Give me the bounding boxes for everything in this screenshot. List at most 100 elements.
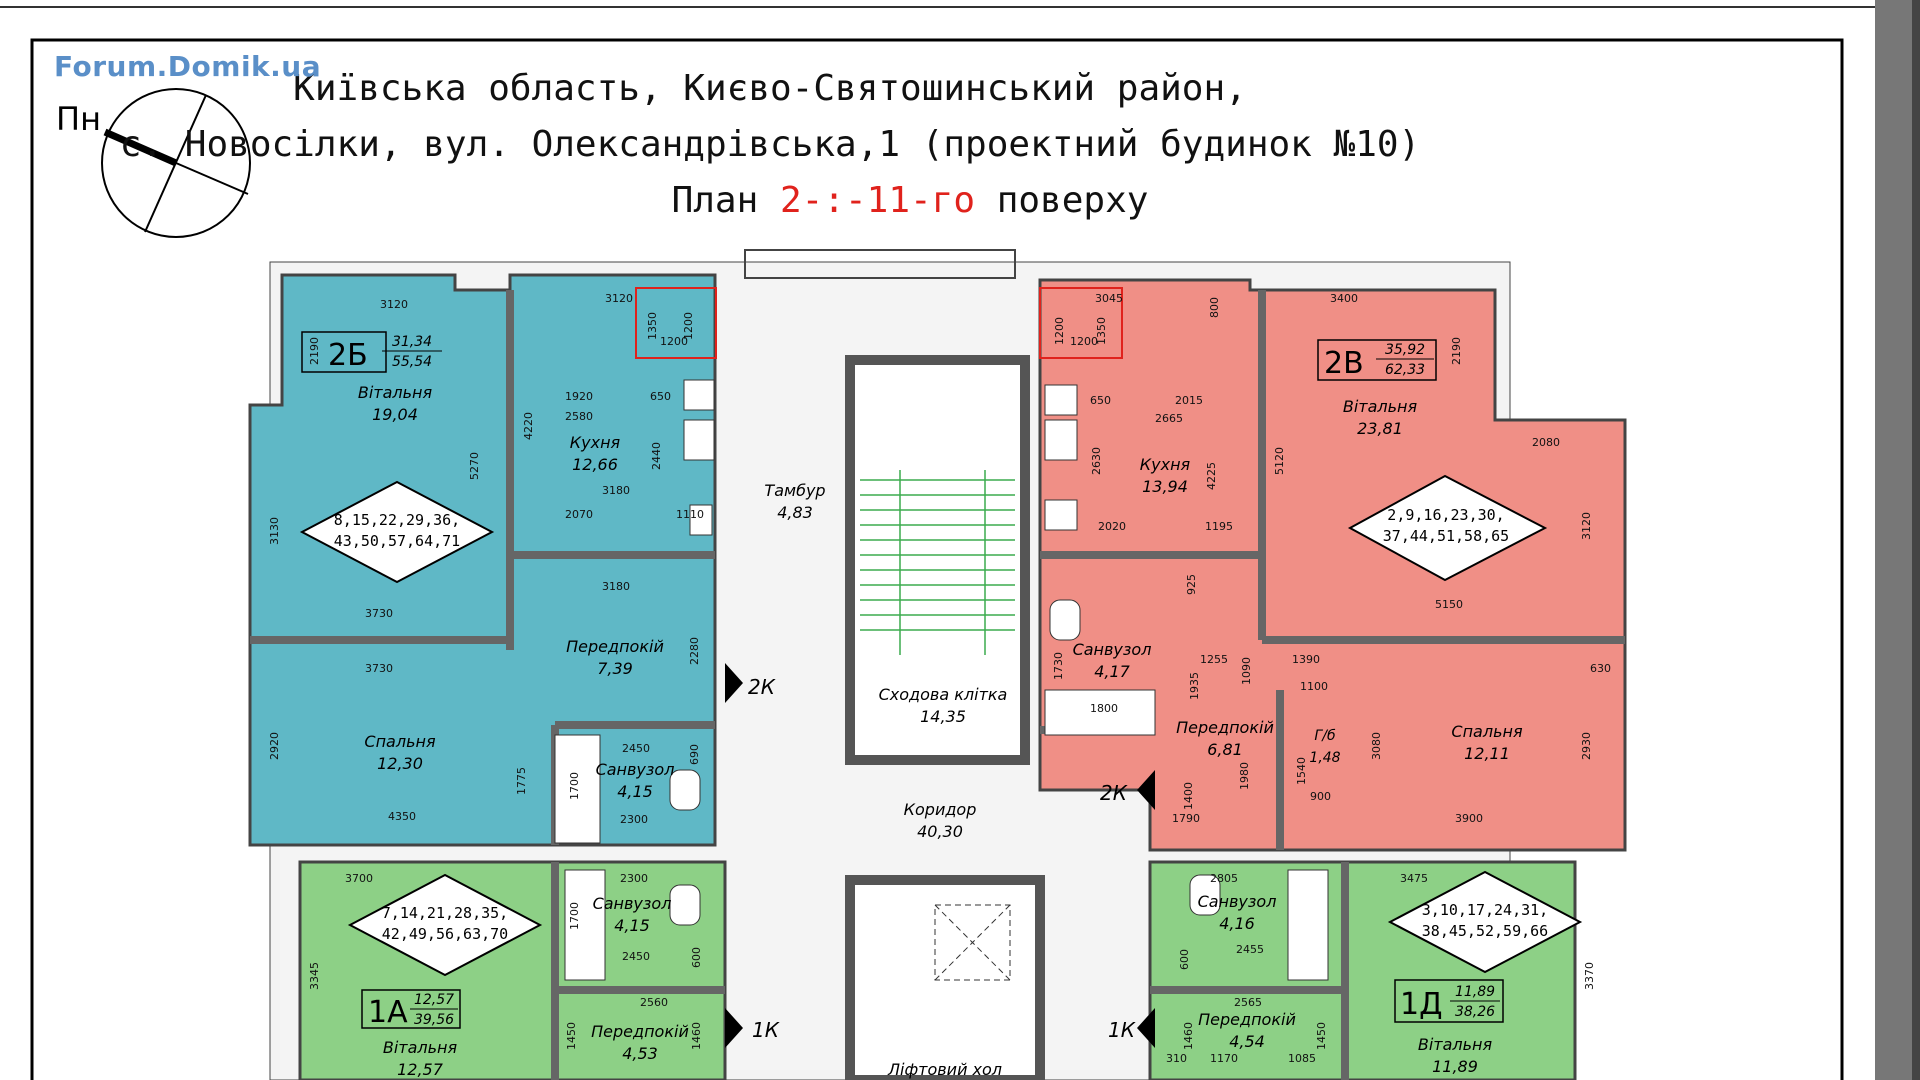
- room-name: Ліфтовий хол: [887, 1060, 1002, 1079]
- apartment-1a-numbers-diamond: [347, 873, 543, 977]
- bathtub: [554, 734, 601, 844]
- common-core: Тамбур 4,83 Сходова клітка 14,35 Коридор…: [744, 249, 1045, 1080]
- toilet: [669, 884, 701, 926]
- stair-well: [845, 355, 1030, 765]
- dim: 3120: [1580, 512, 1593, 540]
- dim: 1730: [1052, 652, 1065, 680]
- room-area: 23,81: [1357, 419, 1403, 438]
- apartment-1a-total-area: 39,56: [414, 1012, 454, 1028]
- room-area: 14,35: [920, 707, 966, 726]
- door-arrow: [725, 1008, 743, 1048]
- dim: 2455: [1236, 943, 1264, 956]
- dim: 1200: [682, 312, 695, 340]
- dim: 2440: [650, 442, 663, 470]
- dim: 1450: [565, 1022, 578, 1050]
- apartment-1d-living-area: 11,89: [1455, 984, 1495, 1000]
- title-line-2: с. Новосілки, вул. Олександрівська,1 (пр…: [120, 124, 1420, 165]
- sink: [689, 504, 713, 536]
- sink: [1044, 499, 1078, 531]
- dim: 650: [650, 390, 671, 403]
- dim: 2280: [688, 637, 701, 665]
- stair-steps: [860, 470, 1015, 655]
- lift-cross: [934, 904, 1011, 981]
- dim: 3180: [602, 484, 630, 497]
- dim: 1195: [1205, 520, 1233, 533]
- watermark-logo: Forum.Domik.ua: [54, 50, 322, 83]
- apartment-2v-area: [1038, 278, 1627, 852]
- room-name: Передпокій: [591, 1022, 689, 1041]
- apartment-1a-numbers-2: 42,49,56,63,70: [382, 925, 508, 943]
- room-area: 6,81: [1207, 740, 1243, 759]
- dim: 600: [690, 947, 703, 968]
- dim: 5120: [1273, 447, 1286, 475]
- apartment-1d-total-area: 38,26: [1455, 1004, 1495, 1020]
- dim: 1800: [1090, 702, 1118, 715]
- room-name: Вітальня: [1418, 1035, 1493, 1054]
- dim: 1350: [1095, 317, 1108, 345]
- dim: 2300: [620, 813, 648, 826]
- room-name: Кухня: [1140, 455, 1191, 474]
- dim: 2190: [1450, 337, 1463, 365]
- dim: 1350: [646, 312, 659, 340]
- dim: 1200: [1053, 317, 1066, 345]
- apartment-1a: 1А 12,57 39,56 7,14,21,28,35, 42,49,56,6…: [298, 860, 727, 1080]
- toilet: [1189, 874, 1221, 916]
- dim: 2070: [565, 508, 593, 521]
- apartment-1a-living-area: 12,57: [414, 992, 454, 1008]
- toilet: [669, 769, 701, 811]
- dim: 2920: [268, 732, 281, 760]
- compass-label: Пн: [56, 100, 101, 138]
- room-name: Санвузол: [596, 760, 675, 779]
- room-area: 1,48: [1309, 750, 1340, 766]
- apartment-1d-code: 1Д: [1400, 987, 1443, 1022]
- dim: 1775: [515, 767, 528, 795]
- room-area: 12,66: [572, 455, 618, 474]
- dimension-labels: 3120 3120 2190 1350 1200 1200 1920 650 2…: [268, 292, 1611, 1065]
- apartment-1d: 1Д 11,89 38,26 3,10,17,24,31, 38,45,52,5…: [1148, 860, 1583, 1080]
- room-name: Кухня: [570, 433, 621, 452]
- dim: 2805: [1210, 872, 1238, 885]
- dim: 650: [1090, 394, 1111, 407]
- dim: 3345: [308, 962, 321, 990]
- dim: 1200: [660, 335, 688, 348]
- room-name: Сходова клітка: [879, 685, 1008, 704]
- dim: 1400: [1182, 782, 1195, 810]
- dim: 3045: [1095, 292, 1123, 305]
- title-line-1: Київська область, Києво-Святошинський ра…: [293, 68, 1247, 109]
- room-name: Спальня: [1451, 722, 1523, 741]
- room-area: 4,15: [614, 916, 650, 935]
- dim: 1255: [1200, 653, 1228, 666]
- bathtub: [564, 869, 606, 981]
- compass-cross-line: [144, 94, 207, 233]
- room-area: 4,53: [622, 1044, 658, 1063]
- apartment-1d-numbers-diamond: [1387, 870, 1583, 974]
- door-arrow: [1137, 770, 1155, 810]
- room-name: Санвузол: [593, 894, 672, 913]
- room-area: 4,17: [1094, 662, 1130, 681]
- dim: 2665: [1155, 412, 1183, 425]
- ventilation-shaft-left: [635, 287, 717, 359]
- viewer-scrollbar[interactable]: [1912, 0, 1920, 1080]
- door-label: 2К: [748, 675, 776, 699]
- dim: 3475: [1400, 872, 1428, 885]
- dim: 310: [1166, 1052, 1187, 1065]
- room-area: 12,11: [1464, 744, 1510, 763]
- dim: 3180: [602, 580, 630, 593]
- door-label: 1К: [1108, 1018, 1136, 1042]
- dim: 2930: [1580, 732, 1593, 760]
- apartment-1a-numbers-1: 7,14,21,28,35,: [382, 904, 508, 922]
- apartment-2b-numbers-1: 8,15,22,29,36,: [334, 511, 460, 529]
- apartment-2v-living-area: 35,92: [1385, 342, 1425, 358]
- dim: 1170: [1210, 1052, 1238, 1065]
- title-line-3-suffix: поверху: [975, 180, 1148, 221]
- title-line-3: План 2-:-11-го поверху: [672, 180, 1149, 221]
- dim: 2020: [1098, 520, 1126, 533]
- door-label: 2К: [1100, 781, 1128, 805]
- room-name: Передпокій: [566, 637, 664, 656]
- dim: 3370: [1583, 962, 1596, 990]
- title-floor-range: 2-:-11-го: [780, 180, 975, 221]
- room-area: 12,30: [377, 754, 423, 773]
- dim: 3080: [1370, 732, 1383, 760]
- dim: 630: [1590, 662, 1611, 675]
- compass-north-arrow: [103, 128, 178, 167]
